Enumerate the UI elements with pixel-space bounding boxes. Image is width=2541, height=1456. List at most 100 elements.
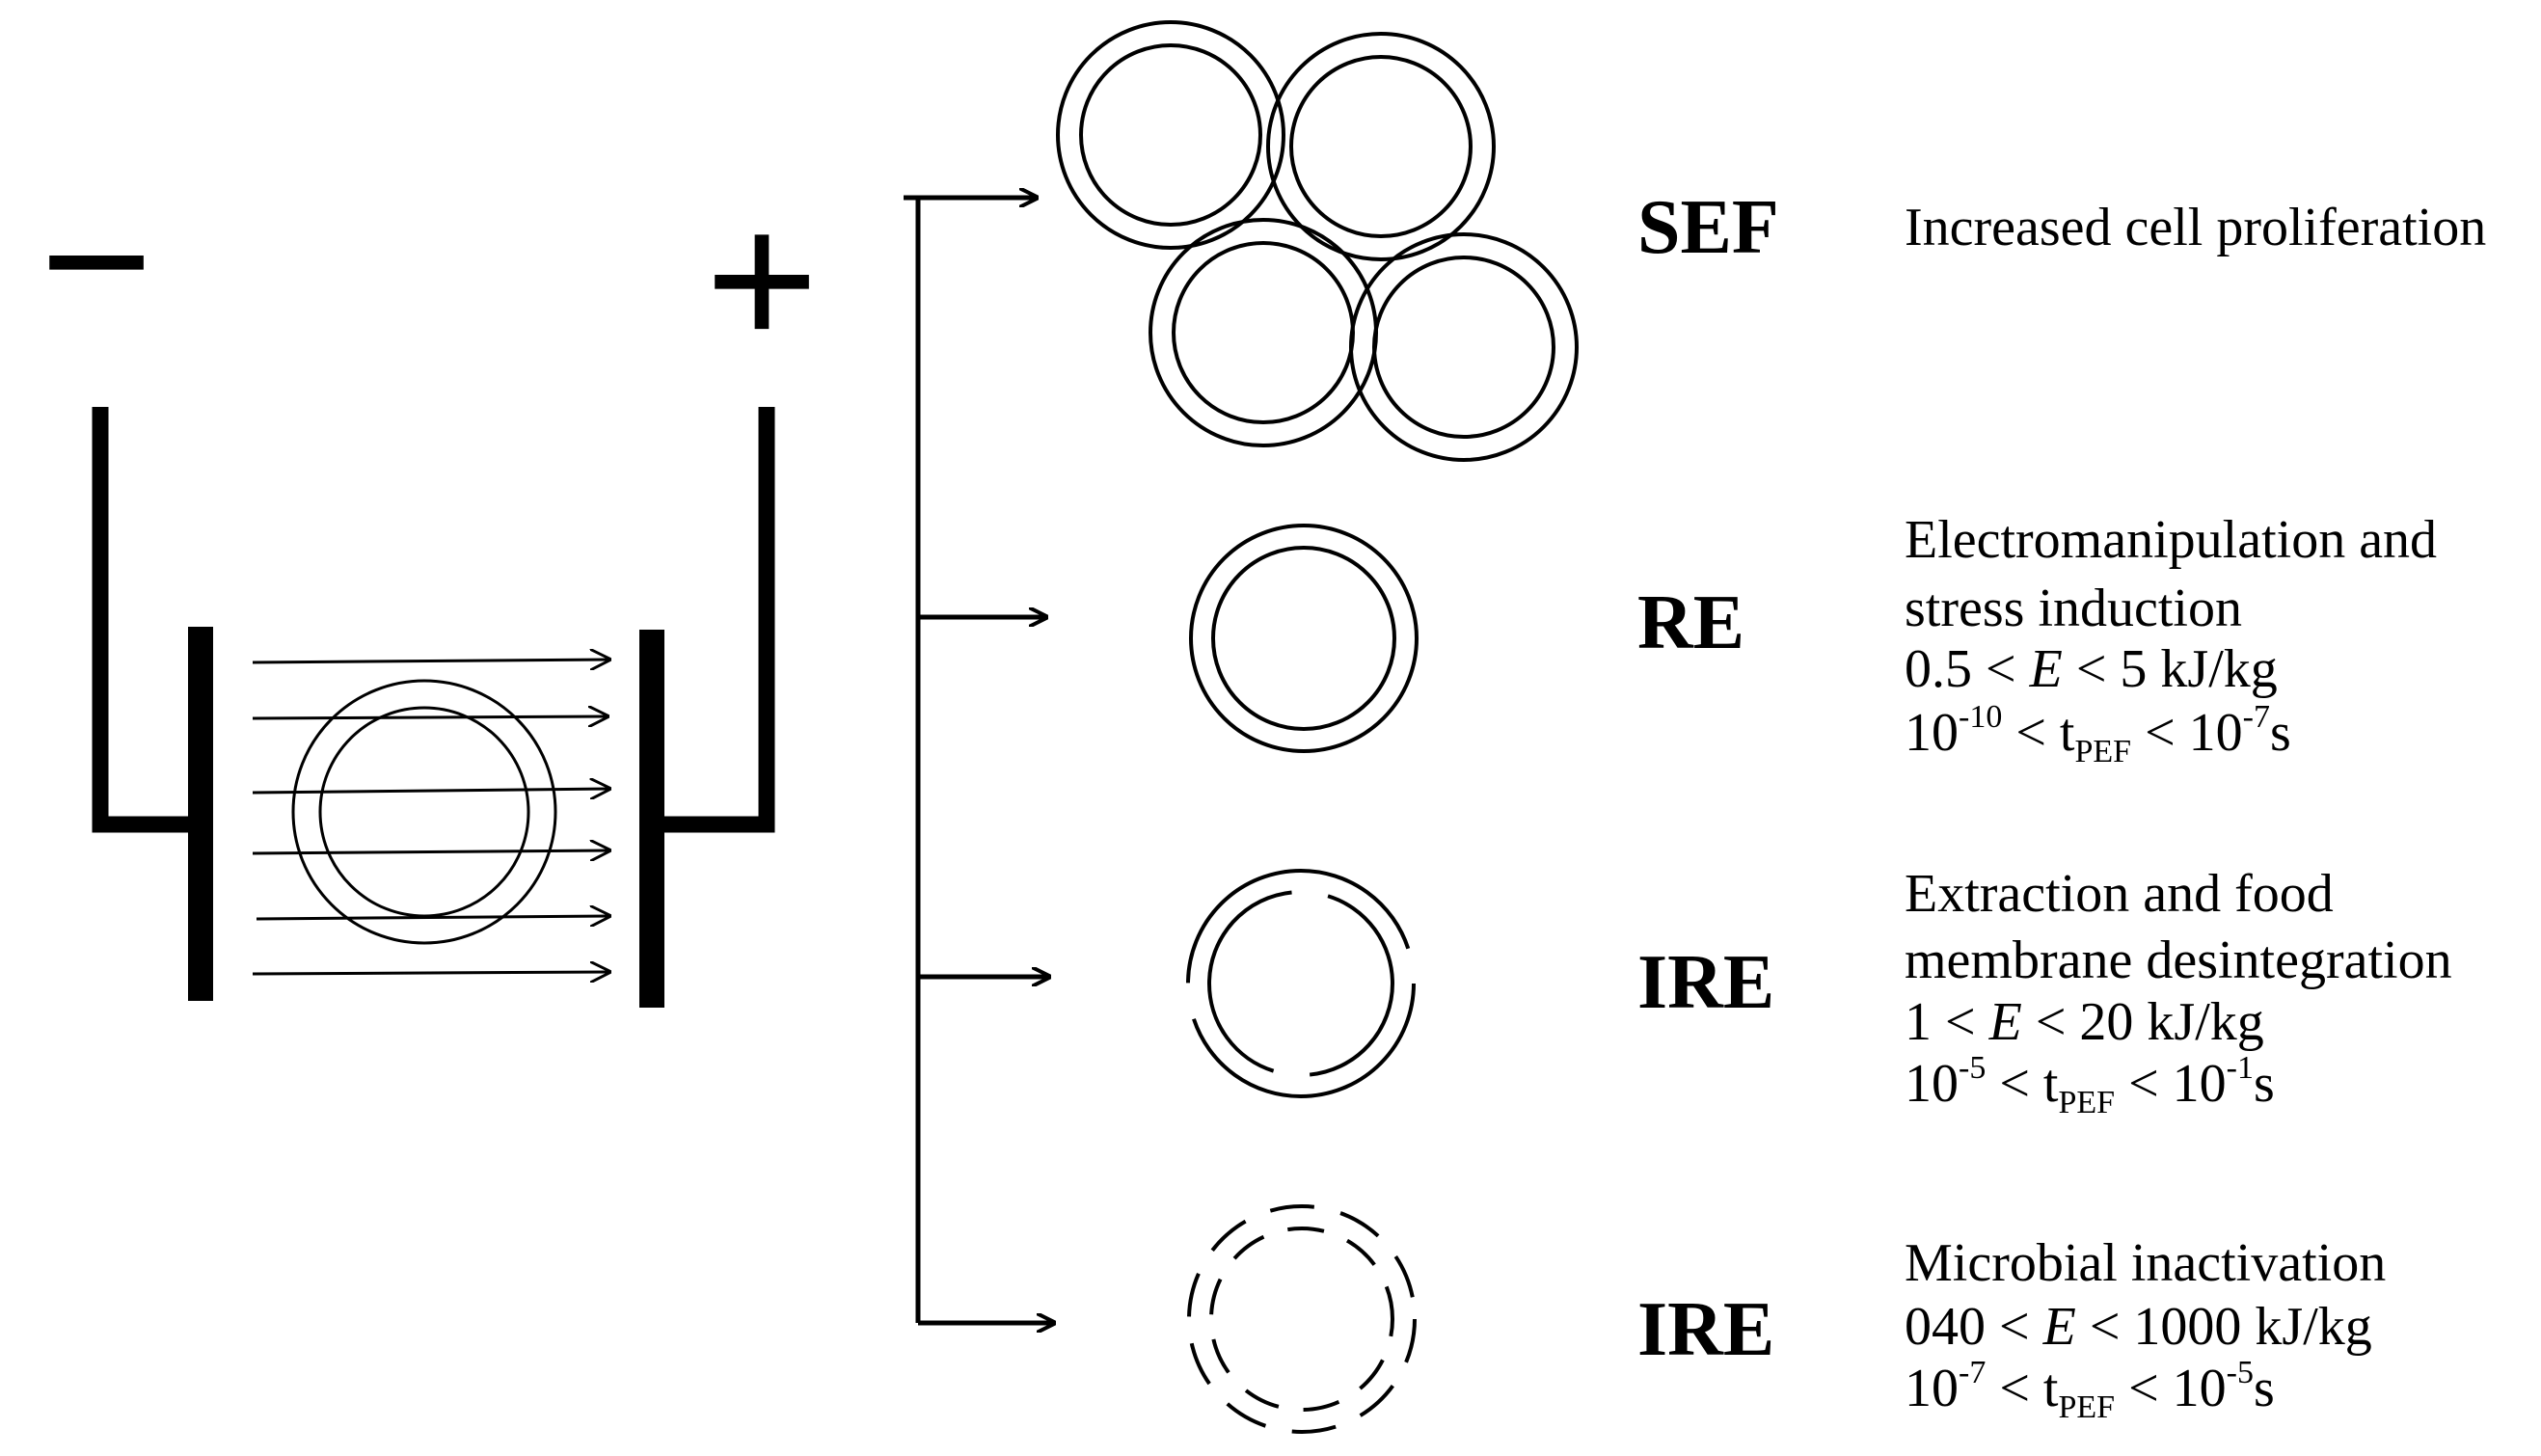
less-than: < xyxy=(1932,992,1989,1052)
positive-wire xyxy=(656,407,775,833)
sef-description: Increased cell proliferation xyxy=(1905,198,2486,257)
description-line: membrane desintegration xyxy=(1905,930,2452,990)
field-line-arrow xyxy=(252,789,609,793)
ire-cell-outer-dashed xyxy=(1187,1204,1417,1434)
cluster-cell-inner xyxy=(1372,256,1555,439)
ire-cell-disintegrated xyxy=(1187,1204,1417,1434)
positive-sign: + xyxy=(704,170,820,393)
time-subscript: PEF xyxy=(2074,734,2131,769)
time-range: 10-7 < tPEF < 10-5s xyxy=(1905,1355,2275,1425)
outcome-code-ire: IRE xyxy=(1637,1287,1774,1372)
cluster-cell-outer xyxy=(1056,20,1285,250)
time-unit: s xyxy=(2254,1359,2275,1418)
outcome-code-re: RE xyxy=(1637,580,1744,665)
cell-outer-membrane xyxy=(291,679,557,945)
time-high-exponent: -5 xyxy=(2227,1355,2254,1390)
less-than: < xyxy=(1972,639,2030,699)
time-range: 10-10 < tPEF < 10-7s xyxy=(1905,699,2291,769)
less-than: < xyxy=(2115,1359,2173,1418)
branch-arrows xyxy=(904,198,1054,1323)
less-than: < xyxy=(2076,1297,2134,1357)
time-low-mantissa: 10 xyxy=(1905,1359,1959,1418)
energy-unit: kJ/kg xyxy=(2160,639,2277,699)
cluster-cell-inner xyxy=(1079,43,1262,227)
description-line: Extraction and food xyxy=(1905,864,2334,924)
ire-extraction-description: Extraction and food membrane desintegrat… xyxy=(1905,864,2452,1120)
cell-in-field xyxy=(291,679,557,945)
time-high-exponent: -1 xyxy=(2227,1050,2254,1086)
negative-wire xyxy=(92,407,199,833)
cell-inner-membrane xyxy=(318,706,530,918)
energy-low: 0.5 xyxy=(1905,639,1972,699)
description-line: stress induction xyxy=(1905,579,2242,638)
time-symbol: t xyxy=(2060,703,2075,763)
re-cell xyxy=(1189,524,1419,753)
time-low-mantissa: 10 xyxy=(1905,703,1959,763)
time-symbol: t xyxy=(2043,1359,2059,1418)
time-unit: s xyxy=(2254,1054,2275,1114)
electrode-setup: − + xyxy=(39,150,820,1008)
negative-sign: − xyxy=(39,150,154,374)
field-lines xyxy=(252,660,609,974)
time-low-exponent: -7 xyxy=(1959,1355,1986,1390)
time-symbol: t xyxy=(2043,1054,2059,1114)
cluster-cell-inner xyxy=(1172,241,1355,424)
cluster-cell-inner xyxy=(1289,55,1473,238)
field-line-arrow xyxy=(252,716,608,718)
description-line: Microbial inactivation xyxy=(1905,1233,2386,1293)
re-description: Electromanipulation and stress induction… xyxy=(1905,510,2437,769)
time-high-exponent: -7 xyxy=(2243,699,2270,735)
branch-trunk xyxy=(904,195,921,1323)
outcome-code-ire: IRE xyxy=(1637,940,1774,1025)
time-unit: s xyxy=(2270,703,2291,763)
time-low-exponent: -10 xyxy=(1959,699,2002,735)
field-line-arrow xyxy=(252,660,609,662)
less-than: < xyxy=(2063,639,2121,699)
time-high-mantissa: 10 xyxy=(2173,1054,2227,1114)
less-than: < xyxy=(2022,992,2080,1052)
time-range: 10-5 < tPEF < 10-1s xyxy=(1905,1050,2275,1120)
time-low-mantissa: 10 xyxy=(1905,1054,1959,1114)
less-than: < xyxy=(1986,1054,2043,1114)
energy-high: 20 xyxy=(2079,992,2133,1052)
time-subscript: PEF xyxy=(2058,1389,2115,1425)
re-cell-inner xyxy=(1211,546,1396,731)
cluster-cell-outer xyxy=(1149,218,1378,447)
less-than: < xyxy=(2131,703,2189,763)
field-line-arrow xyxy=(252,850,609,853)
cluster-cell-outer xyxy=(1266,32,1496,261)
energy-symbol: E xyxy=(2042,1297,2076,1357)
time-high-mantissa: 10 xyxy=(2189,703,2243,763)
time-subscript: PEF xyxy=(2058,1085,2115,1120)
field-line-arrow xyxy=(256,916,609,919)
energy-unit: kJ/kg xyxy=(2255,1297,2371,1357)
time-high-mantissa: 10 xyxy=(2173,1359,2227,1418)
energy-low: 1 xyxy=(1905,992,1932,1052)
less-than: < xyxy=(2002,703,2060,763)
ire-cell-outer-gapped xyxy=(1186,869,1416,1098)
sef-cell-cluster xyxy=(1056,20,1579,462)
time-low-exponent: -5 xyxy=(1959,1050,1986,1086)
energy-high: 1000 xyxy=(2133,1297,2241,1357)
ire-cell-inner-gapped xyxy=(1207,890,1394,1077)
energy-high: 5 xyxy=(2120,639,2147,699)
ire-cell-porated xyxy=(1186,869,1416,1098)
field-line-arrow xyxy=(252,972,609,974)
cluster-cell-outer xyxy=(1349,232,1579,462)
ire-cell-inner-dashed xyxy=(1209,1227,1394,1412)
re-cell-outer xyxy=(1189,524,1419,753)
energy-low: 040 xyxy=(1905,1297,1986,1357)
less-than: < xyxy=(1986,1297,2043,1357)
less-than: < xyxy=(2115,1054,2173,1114)
description-line: Electromanipulation and xyxy=(1905,510,2437,570)
energy-unit: kJ/kg xyxy=(2147,992,2263,1052)
energy-symbol: E xyxy=(2029,639,2063,699)
outcome-code-sef: SEF xyxy=(1637,185,1779,270)
less-than: < xyxy=(1986,1359,2043,1418)
energy-symbol: E xyxy=(1988,992,2022,1052)
